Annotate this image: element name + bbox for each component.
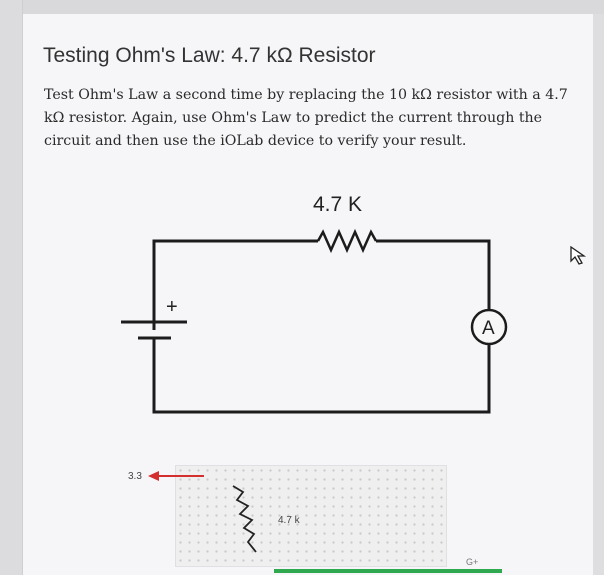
right-panel-strip	[592, 14, 604, 575]
circuit-wires	[152, 239, 491, 414]
breadboard-panel[interactable]	[175, 465, 447, 567]
resistor-label: 4.7 K	[313, 193, 362, 216]
breadboard-corner-label: G+	[466, 557, 479, 567]
resistor-symbol-icon	[316, 228, 378, 254]
page-title: Testing Ohm's Law: 4.7 kΩ Resistor	[43, 44, 376, 67]
voltage-label: 3.3	[128, 471, 142, 482]
content-card: Testing Ohm's Law: 4.7 kΩ Resistor Test …	[22, 14, 593, 575]
ammeter-icon	[470, 308, 508, 346]
battery-plus-label: +	[166, 296, 178, 318]
instructions-text: Test Ohm's Law a second time by replacin…	[44, 87, 568, 149]
ammeter-label: A	[482, 318, 495, 339]
green-progress-bar	[274, 569, 502, 573]
top-strip	[0, 0, 604, 14]
breadboard-resistor-label: 4.7 k	[278, 515, 300, 526]
cursor-arrow-icon	[570, 246, 587, 265]
battery-symbol-icon	[121, 320, 187, 340]
